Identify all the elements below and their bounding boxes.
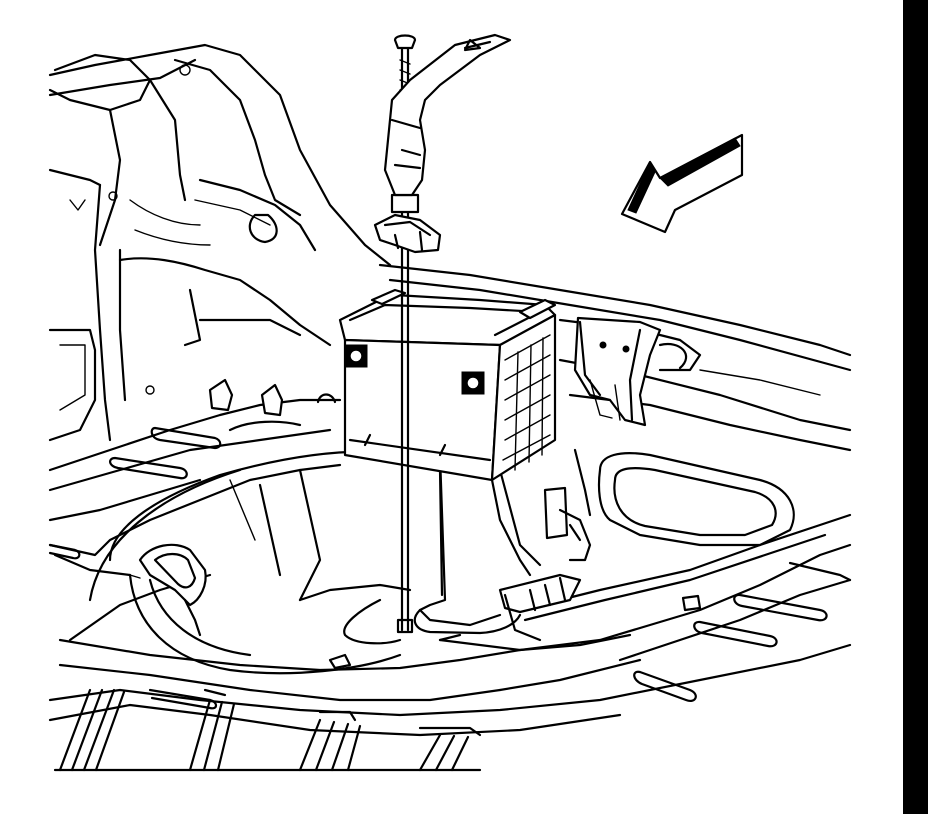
direction-arrow	[620, 133, 744, 234]
floor-strap	[518, 513, 852, 622]
hold-down-clamp	[373, 193, 442, 254]
battery-tray	[413, 448, 592, 642]
floor-clips	[208, 378, 462, 670]
floor-ribs	[53, 688, 482, 772]
rear-bracket	[573, 316, 662, 427]
floor-slots-right	[633, 561, 852, 702]
page-edge-bar	[903, 0, 928, 814]
left-quarter-panel	[48, 43, 392, 442]
trunk-floor	[48, 398, 852, 737]
battery	[338, 288, 557, 482]
upper-strap	[383, 33, 512, 197]
right-floor-pad	[597, 452, 795, 547]
tie-down-loop	[129, 543, 207, 637]
